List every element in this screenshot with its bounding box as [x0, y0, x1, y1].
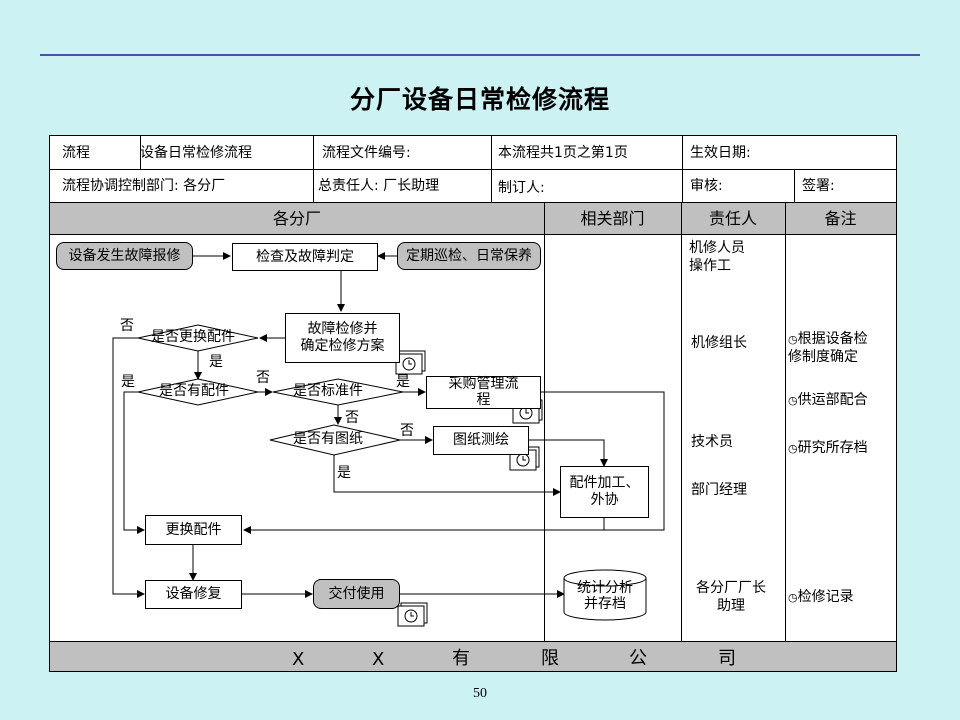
column-header-notes: 备注	[785, 202, 896, 234]
footer-char: 司	[718, 648, 736, 669]
note-record: ◷检修记录	[788, 588, 854, 606]
clock-doc-icon	[397, 602, 428, 627]
row-divider	[50, 234, 896, 235]
footer-char: X	[372, 649, 385, 670]
node-drawing-survey: 图纸测绘	[433, 426, 529, 455]
node-deliver: 交付使用	[313, 579, 400, 609]
col-divider	[140, 136, 141, 169]
note-supply: ◷供运部配合	[788, 391, 868, 409]
col-divider	[313, 136, 314, 202]
edge-label-yes: 是	[209, 354, 223, 370]
page-number: 50	[473, 686, 487, 701]
note-line: 检修记录	[797, 589, 854, 605]
footer-char: X	[292, 649, 305, 670]
responsible-line: 各分厂厂长	[696, 580, 766, 596]
note-line: 研究所存档	[797, 440, 868, 456]
decision-has-part-label: 是否有配件	[159, 383, 229, 399]
header-signature: 签署:	[802, 178, 835, 194]
header-control-dept: 流程协调控制部门: 各分厂	[62, 178, 226, 194]
lane-divider	[785, 202, 786, 642]
edge-label-no: 否	[256, 370, 270, 386]
header-doc-number: 流程文件编号:	[322, 145, 411, 161]
header-effective-date: 生效日期:	[690, 145, 751, 161]
header-reviewer: 审核:	[690, 178, 723, 194]
node-procurement: 采购管理流 程	[426, 376, 541, 409]
responsible-line: 操作工	[689, 257, 731, 274]
note-maintenance-rule: ◷根据设备检 修制度确定	[788, 330, 868, 366]
node-parts-processing-line1: 配件加工、	[569, 475, 640, 492]
company-footer: X X 有 限 公 司	[50, 641, 896, 671]
header-owner: 总责任人: 厂长助理	[318, 178, 440, 194]
node-repair-plan: 故障检修并 确定检修方案	[285, 313, 400, 363]
responsible-branch-assistant: 各分厂厂长 助理	[691, 580, 771, 615]
clock-circle-icon: ◷	[788, 591, 798, 604]
node-replace-parts: 更换配件	[145, 515, 242, 545]
node-parts-processing: 配件加工、 外协	[560, 466, 649, 518]
decision-diamond-standard	[272, 378, 404, 406]
clock-circle-icon: ◷	[788, 442, 798, 455]
node-stats-line1: 统计分析	[577, 580, 633, 596]
decision-replace-label: 是否更换配件	[151, 329, 235, 345]
note-archive: ◷研究所存档	[788, 439, 868, 457]
col-divider	[682, 136, 683, 202]
footer-char: 限	[541, 648, 559, 669]
edge-label-yes: 是	[396, 374, 410, 390]
node-patrol: 定期巡检、日常保养	[397, 242, 541, 270]
column-header-branch: 各分厂	[50, 202, 544, 234]
page-title: 分厂设备日常检修流程	[349, 85, 610, 114]
col-divider	[491, 136, 492, 202]
header-flow: 流程	[62, 145, 90, 161]
node-repair-plan-line2: 确定检修方案	[300, 338, 385, 354]
lane-divider	[681, 202, 682, 642]
header-flow-name: 设备日常检修流程	[140, 145, 252, 161]
clock-circle-icon: ◷	[788, 333, 798, 346]
header-author: 制订人:	[498, 180, 545, 196]
footer-char: 公	[629, 648, 647, 669]
note-line: 修制度确定	[788, 349, 858, 366]
responsible-technician: 技术员	[691, 434, 733, 450]
top-rule	[40, 54, 920, 56]
header-page-count: 本流程共1页之第1页	[498, 145, 628, 161]
edge-label-no: 否	[400, 423, 414, 439]
footer-char: 有	[452, 648, 470, 669]
decision-diamond-replace	[137, 324, 259, 352]
node-procurement-line2: 程	[476, 391, 491, 408]
node-inspect: 检查及故障判定	[232, 243, 378, 271]
decision-drawing-label: 是否有图纸	[293, 431, 363, 447]
lane-divider	[544, 202, 545, 642]
node-stats-archive: 统计分析 并存档	[572, 580, 638, 612]
decision-diamond-has-part	[137, 378, 259, 406]
col-divider	[794, 169, 795, 202]
edge-label-yes: 是	[337, 465, 351, 481]
node-report-fault: 设备发生故障报修	[56, 242, 193, 270]
node-parts-processing-line2: 外协	[590, 492, 619, 508]
node-equipment-restore: 设备修复	[145, 580, 242, 609]
clock-doc-icon	[395, 350, 426, 375]
node-stats-line2: 并存档	[584, 596, 626, 613]
note-line: 根据设备检	[797, 331, 868, 347]
node-procurement-line1: 采购管理流	[448, 376, 519, 393]
row-divider	[50, 169, 896, 170]
edge-label-yes: 是	[121, 374, 135, 390]
edge-label-no: 否	[345, 410, 359, 426]
responsible-line: 机修人员	[689, 240, 745, 256]
responsible-dept-manager: 部门经理	[691, 482, 747, 498]
node-repair-plan-line1: 故障检修并	[307, 321, 378, 338]
responsible-mechanic: 机修人员 操作工	[689, 240, 745, 275]
responsible-team-leader: 机修组长	[691, 335, 747, 351]
responsible-line: 助理	[717, 597, 745, 614]
archive-cylinder	[563, 569, 647, 621]
decision-diamond-drawing	[269, 424, 401, 456]
decision-standard-label: 是否标准件	[293, 383, 363, 399]
column-header-dept: 相关部门	[544, 202, 681, 234]
column-header-responsible: 责任人	[681, 202, 785, 234]
edge-label-no: 否	[120, 318, 134, 334]
note-line: 供运部配合	[797, 392, 868, 408]
clock-circle-icon: ◷	[788, 394, 798, 407]
